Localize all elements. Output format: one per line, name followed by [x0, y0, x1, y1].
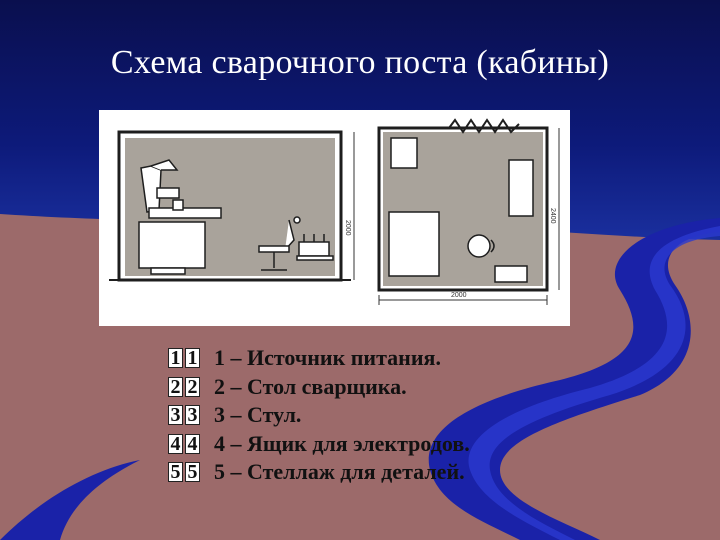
slide-title: Схема сварочного поста (кабины)	[110, 44, 610, 81]
number-badge: 4 4	[168, 433, 200, 454]
legend-text: 5 – Стеллаж для деталей.	[214, 459, 465, 484]
legend: 1 1 1 – Источник питания. 2 2 2 – Стол с…	[168, 345, 588, 488]
dim-height-left: 2000	[344, 220, 351, 236]
dim-width-bottom: 2000	[451, 292, 467, 299]
legend-item: 5 5 5 – Стеллаж для деталей.	[168, 459, 588, 488]
legend-item: 4 4 4 – Ящик для электродов.	[168, 431, 588, 460]
electrode-box	[296, 234, 334, 261]
plan-view: 2400 2000	[377, 118, 560, 305]
legend-text: 3 – Стул.	[214, 402, 302, 427]
legend-item: 3 3 3 – Стул.	[168, 402, 588, 431]
welding-station	[138, 159, 222, 275]
legend-text: 4 – Ящик для электродов.	[214, 430, 470, 456]
legend-text: 1 – Источник питания.	[214, 345, 441, 370]
dim-height-right: 2400	[549, 208, 556, 224]
legend-item: 2 2 2 – Стол сварщика.	[168, 374, 588, 403]
welding-booth-diagram: 2000 2400 2000	[99, 110, 570, 326]
number-badge: 2 2	[168, 376, 200, 397]
number-badge: 5 5	[168, 462, 200, 482]
side-elevation: 2000	[109, 130, 355, 282]
legend-item: 1 1 1 – Источник питания.	[168, 345, 588, 374]
legend-text: 2 – Стол сварщика.	[214, 373, 407, 399]
number-badge: 1 1	[168, 348, 200, 368]
number-badge: 3 3	[168, 405, 200, 425]
chair-side	[258, 216, 301, 271]
